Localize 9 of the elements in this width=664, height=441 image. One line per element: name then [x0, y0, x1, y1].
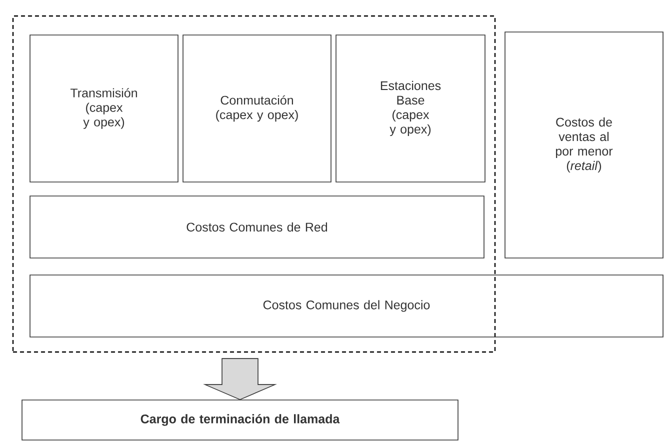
cost-box: Costos Comunes de Red	[30, 196, 484, 258]
cost-box: Conmutación (capex y opex)	[182, 34, 332, 182]
cost-box: Estaciones Base (capex y opex)	[336, 34, 486, 182]
dashed-group-frame	[12, 15, 496, 353]
cost-box: Costos de ventas al por menor (retail)	[504, 32, 664, 258]
block-arrow	[203, 358, 277, 400]
result-box: Cargo de terminación de llamada	[22, 400, 458, 440]
cost-box: Transmisión (capex y opex)	[30, 34, 178, 182]
cost-box: Costos Comunes del Negocio	[30, 274, 664, 338]
